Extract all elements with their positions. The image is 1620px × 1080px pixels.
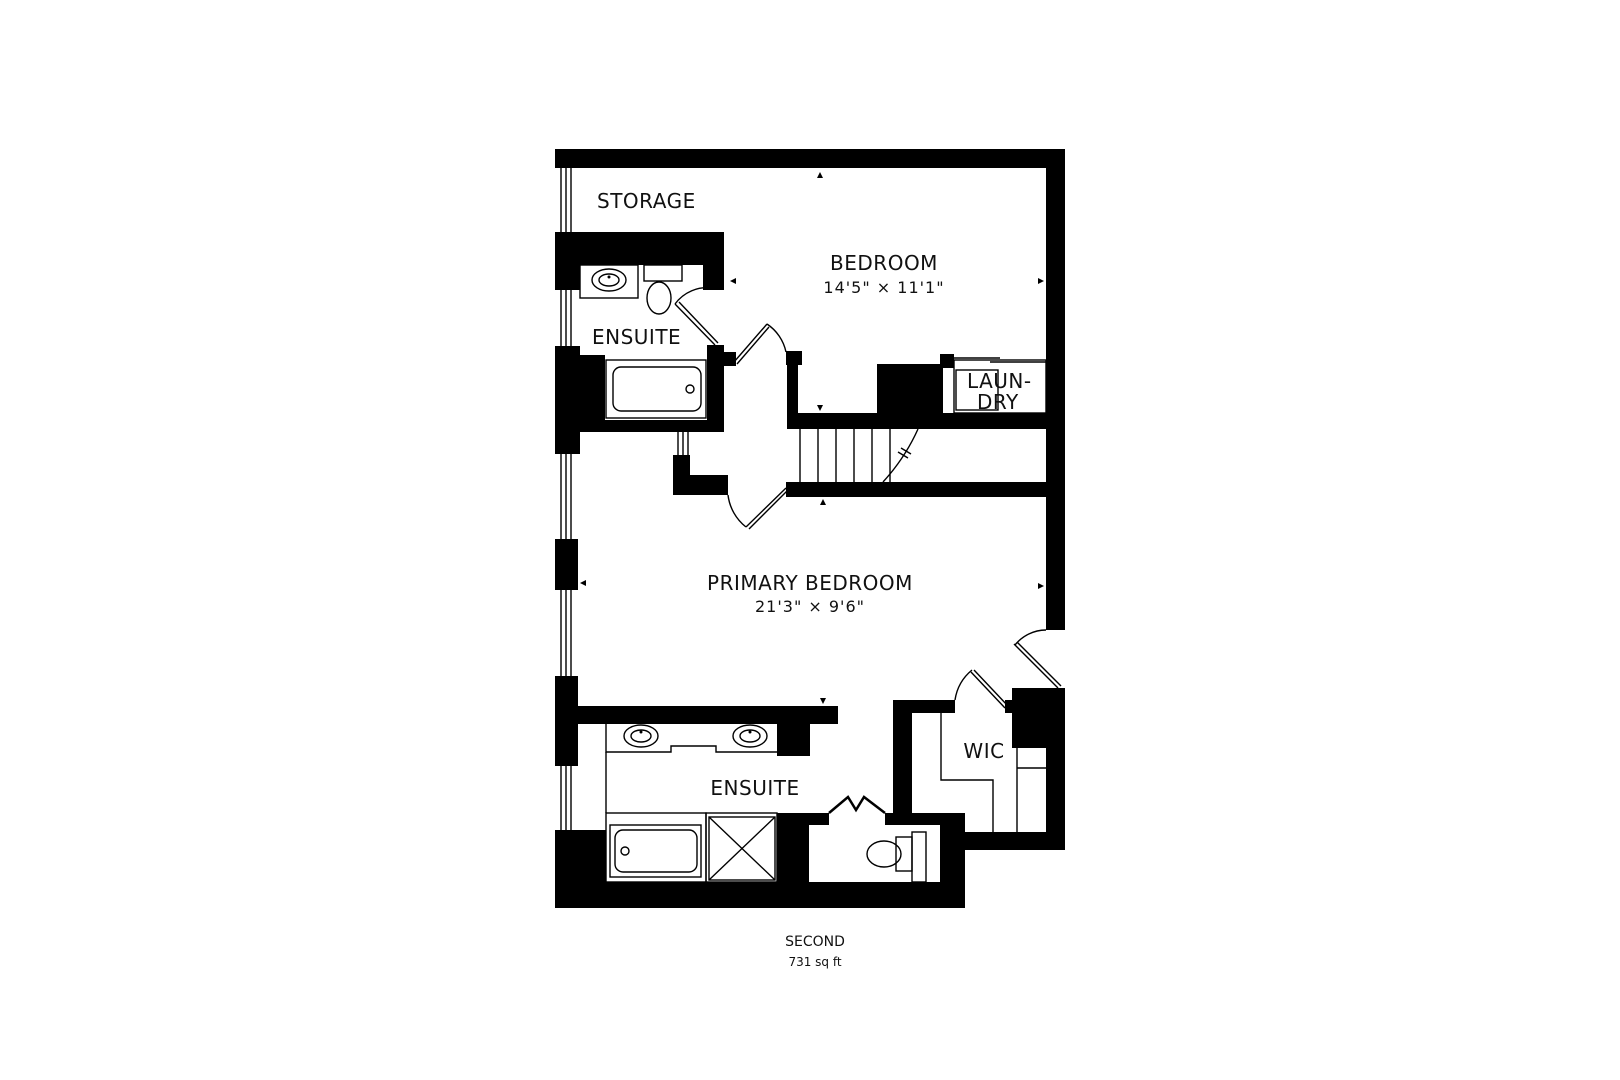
bathtub-icon xyxy=(605,812,707,883)
window-icon xyxy=(560,168,689,830)
closet-shelf xyxy=(940,713,1046,832)
walls xyxy=(555,149,1065,908)
door-swing-icon xyxy=(954,629,1062,709)
toilet-icon xyxy=(643,264,683,315)
room-label-ensuite-upper: ENSUITE xyxy=(592,325,681,349)
room-label-wic: WIC xyxy=(963,739,1004,763)
double-sink-icon xyxy=(605,724,777,813)
floor-area: 731 sq ft xyxy=(788,955,841,969)
toilet-icon xyxy=(866,831,927,883)
bifold-door-icon xyxy=(828,795,886,814)
bathtub-icon xyxy=(605,359,707,419)
room-label-storage: STORAGE xyxy=(597,189,696,213)
room-dimensions-bedroom: 14'5" × 11'1" xyxy=(823,278,944,297)
room-label-laundry-line2: DRY xyxy=(977,390,1019,414)
door-swing-icon xyxy=(727,323,789,530)
sink-icon xyxy=(579,264,639,299)
room-label-bedroom: BEDROOM xyxy=(830,251,938,275)
door-swing-icon xyxy=(674,286,719,346)
washer-dryer-icon xyxy=(953,357,1047,414)
dimension-marker xyxy=(580,172,1044,704)
stairs-icon xyxy=(799,428,919,483)
room-label-ensuite-lower: ENSUITE xyxy=(710,776,799,800)
floor-name: SECOND xyxy=(785,934,845,950)
shower-icon xyxy=(705,812,778,883)
room-label-primary-bedroom: PRIMARY BEDROOM xyxy=(707,571,913,595)
room-label-laundry-line1: LAUN- xyxy=(967,369,1032,393)
room-dimensions-primary-bedroom: 21'3" × 9'6" xyxy=(755,597,865,616)
